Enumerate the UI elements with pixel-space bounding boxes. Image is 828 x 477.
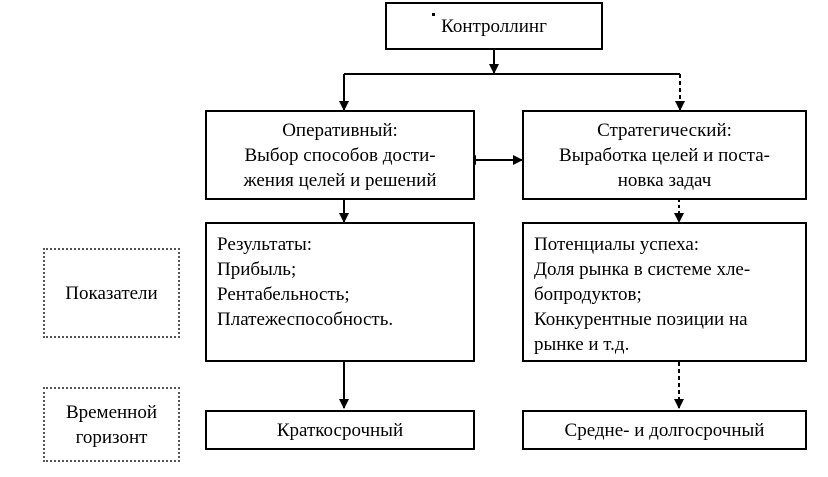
horizon-label-line-2: горизонт [75,426,148,448]
controlling-box: Контроллинг [385,2,603,50]
stray-dot [432,13,435,16]
horizon-label-box: Временной горизонт [43,387,180,462]
potentials-box: Потенциалы успеха: Доля рынка в системе … [522,222,807,362]
potentials-line-4: Конкурентные позиции на [534,309,748,330]
strategic-line-3: новка задач [617,169,712,191]
results-box: Результаты: Прибыль; Рентабельность; Пла… [205,222,475,362]
results-item-solvency: Платежеспособность. [217,309,394,330]
potentials-heading: Потенциалы успеха: [534,234,700,255]
horizon-label-line-1: Временной [65,401,158,423]
long-term-label: Средне- и долгосрочный [564,419,765,441]
indicators-label: Показатели [65,282,158,304]
potentials-line-2: Доля рынка в системе хле- [534,259,751,280]
potentials-line-5: рынке и т.д. [534,334,630,355]
short-term-label: Краткосрочный [276,419,404,441]
indicators-label-box: Показатели [43,248,180,338]
operative-heading: Оперативный: [282,119,398,141]
operative-line-2: Выбор способов дости- [244,144,436,166]
strategic-heading: Стратегический: [597,119,732,141]
long-term-box: Средне- и долгосрочный [522,410,807,450]
operative-line-3: жения целей и решений [243,169,437,191]
strategic-line-2: Выработка целей и поста- [559,144,770,166]
controlling-title: Контроллинг [441,15,547,37]
results-heading: Результаты: [217,234,312,255]
potentials-line-3: бопродуктов; [534,284,642,305]
short-term-box: Краткосрочный [205,410,475,450]
results-item-profitability: Рентабельность; [217,284,350,305]
operative-box: Оперативный: Выбор способов дости- жения… [205,110,475,200]
strategic-box: Стратегический: Выработка целей и поста-… [522,110,807,200]
results-item-profit: Прибыль; [217,259,297,280]
